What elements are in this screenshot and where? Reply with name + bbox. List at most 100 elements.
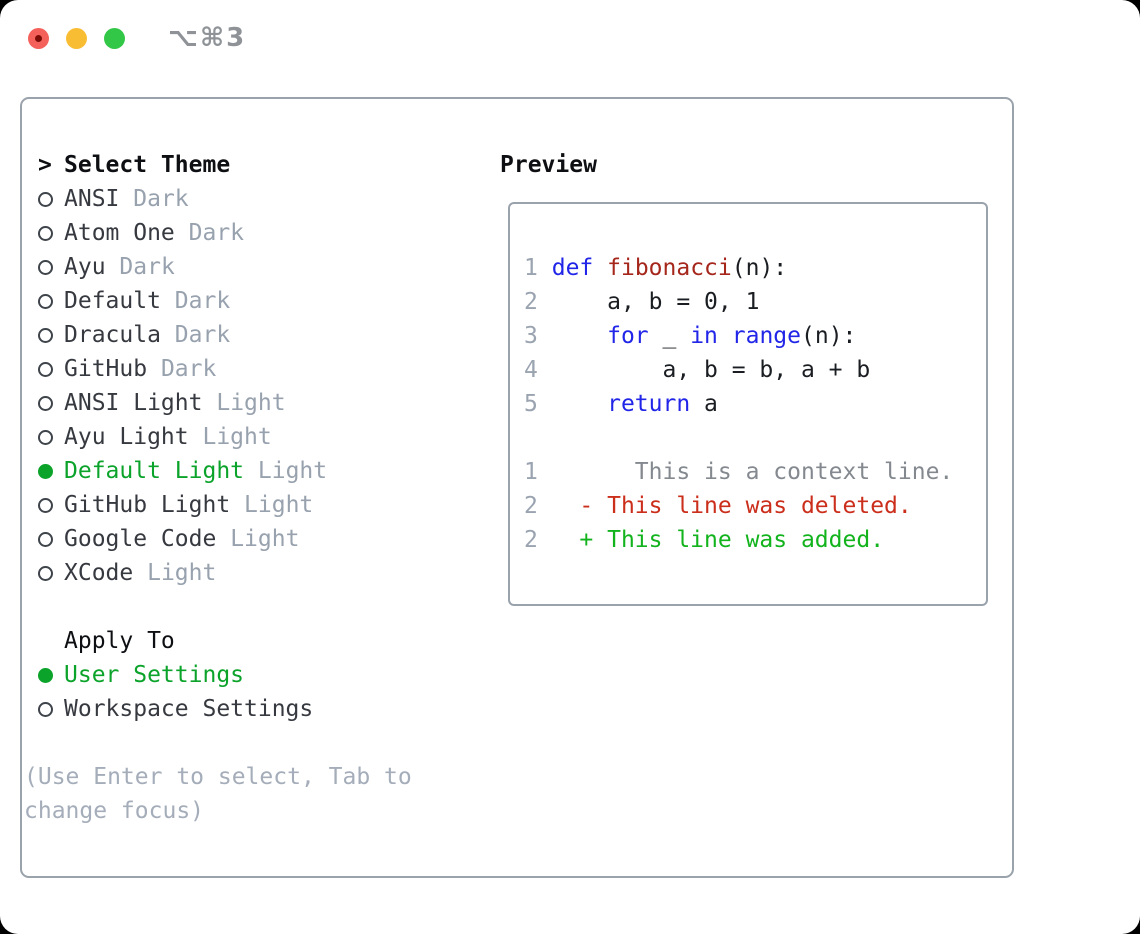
theme-option-gutter [24, 352, 64, 386]
hint-line-2: change focus) [24, 798, 205, 824]
radio-unselected-icon [38, 532, 53, 547]
theme-variant: Light [244, 492, 314, 518]
apply-option[interactable]: User Settings [24, 658, 474, 692]
code-line: 4 a, b = b, a + b [524, 357, 871, 383]
theme-option-gutter [24, 420, 64, 454]
theme-name: GitHub Light [64, 492, 231, 518]
spacer-line [524, 217, 986, 251]
theme-option[interactable]: XCode Light [24, 556, 474, 590]
close-button[interactable] [28, 27, 49, 49]
theme-variant: Light [202, 424, 272, 450]
line-number: 2 [524, 527, 538, 553]
theme-name: Google Code [64, 526, 217, 552]
diff-line-context: 1 This is a context line. [524, 455, 986, 489]
diff-text: - This line was deleted. [579, 493, 912, 519]
diff-text: This is a context line. [634, 459, 954, 485]
code-token-kw: in [690, 323, 718, 349]
code-preview: 1 def fibonacci(n): 2 a, b = 0, 1 3 for _ … [524, 251, 986, 421]
code-line: 5 return a [524, 391, 718, 417]
theme-option-gutter [24, 488, 64, 522]
radio-unselected-icon [38, 294, 53, 309]
preview-title: Preview [500, 152, 597, 178]
diff-line-deleted: 2 - This line was deleted. [524, 489, 986, 523]
theme-option[interactable]: GitHub Light Light [24, 488, 474, 522]
theme-option-gutter [24, 522, 64, 556]
apply-to-header-row: Apply To [24, 624, 474, 658]
theme-variant: Dark [174, 288, 231, 314]
line-number: 2 [524, 493, 538, 519]
theme-variant: Light [216, 390, 286, 416]
select-theme-header-row: >Select Theme [24, 148, 474, 182]
theme-option[interactable]: Default Light Light [24, 454, 474, 488]
apply-option[interactable]: Workspace Settings [24, 692, 474, 726]
theme-option-gutter [24, 250, 64, 284]
theme-option[interactable]: Atom One Dark [24, 216, 474, 250]
hint-line-1: (Use Enter to select, Tab to [24, 764, 412, 790]
diff-preview: 1 This is a context line.2 - This line w… [524, 455, 986, 557]
theme-variant: Light [147, 560, 217, 586]
theme-option[interactable]: Default Dark [24, 284, 474, 318]
theme-variant: Dark [133, 186, 189, 212]
diff-line-added: 2 + This line was added. [524, 523, 986, 557]
radio-unselected-icon [38, 362, 53, 377]
line-number: 1 [524, 459, 538, 485]
code-token-kw: range [731, 323, 802, 349]
theme-variant: Dark [160, 356, 217, 382]
theme-option[interactable]: ANSI Dark [24, 182, 474, 216]
radio-unselected-icon [38, 430, 53, 445]
theme-option[interactable]: Google Code Light [24, 522, 474, 556]
spacer-row [24, 726, 474, 760]
theme-name: GitHub [64, 356, 148, 382]
code-line: 2 a, b = 0, 1 [524, 289, 760, 315]
theme-variant: Dark [119, 254, 175, 280]
select-theme-title: Select Theme [64, 152, 231, 178]
theme-name: Default [64, 288, 161, 314]
theme-name: XCode [64, 560, 134, 586]
theme-name: Dracula [64, 322, 161, 348]
diff-text: + This line was added. [579, 527, 885, 553]
theme-option-gutter [24, 284, 64, 318]
theme-variant: Light [230, 526, 300, 552]
spacer-row [24, 590, 474, 624]
theme-name: ANSI [64, 186, 120, 212]
maximize-button[interactable] [104, 27, 125, 49]
line-number: 2 [524, 289, 538, 315]
code-token-kw: for [607, 323, 649, 349]
theme-option[interactable]: Ayu Dark [24, 250, 474, 284]
radio-unselected-icon [38, 498, 53, 513]
radio-unselected-icon [38, 192, 53, 207]
theme-variant: Light [257, 458, 328, 484]
theme-option-gutter [24, 216, 64, 250]
apply-option-label: User Settings [64, 662, 245, 688]
theme-option[interactable]: Dracula Dark [24, 318, 474, 352]
code-line: 1 def fibonacci(n): [524, 255, 788, 281]
theme-name: Ayu [64, 254, 106, 280]
theme-name: Atom One [64, 220, 175, 246]
line-number: 3 [524, 323, 538, 349]
theme-option[interactable]: GitHub Dark [24, 352, 474, 386]
apply-to-title: Apply To [64, 628, 175, 654]
theme-option-gutter [24, 386, 64, 420]
theme-option[interactable]: ANSI Light Light [24, 386, 474, 420]
spacer-line [524, 421, 986, 455]
window-titlebar: ⌥⌘3 [0, 0, 1140, 76]
theme-option[interactable]: Ayu Light Light [24, 420, 474, 454]
minimize-button[interactable] [66, 27, 87, 49]
window-shortcut-label: ⌥⌘3 [168, 23, 247, 53]
radio-unselected-icon [38, 396, 53, 411]
preview-box: 1 def fibonacci(n): 2 a, b = 0, 1 3 for _ … [508, 202, 988, 606]
theme-option-gutter [24, 454, 64, 488]
theme-name: ANSI Light [64, 390, 203, 416]
radio-selected-icon [38, 464, 53, 479]
apply-option-label: Workspace Settings [64, 696, 314, 722]
apply-option-gutter [24, 658, 64, 692]
theme-variant: Dark [188, 220, 245, 246]
apply-to-gutter [24, 624, 64, 658]
code-line: 3 for _ in range(n): [524, 323, 857, 349]
radio-unselected-icon [38, 702, 53, 717]
radio-unselected-icon [38, 566, 53, 581]
